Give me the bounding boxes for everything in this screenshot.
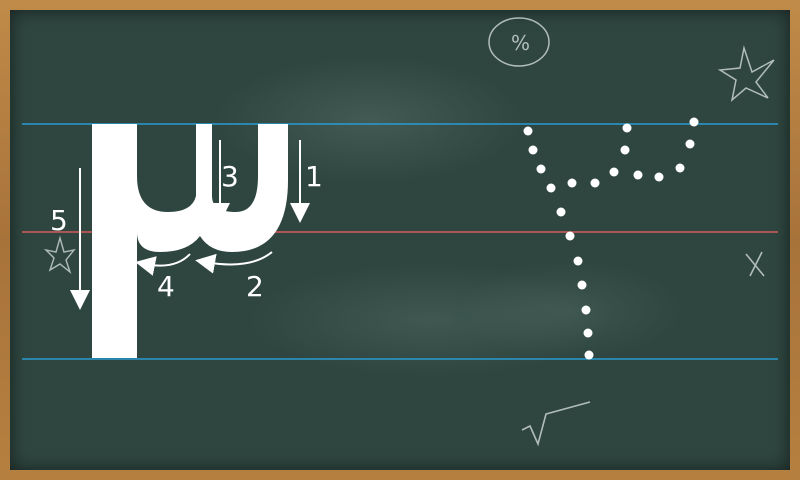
dotted-practice-letter[interactable] <box>523 117 699 360</box>
stroke-number-5: 5 <box>50 204 68 237</box>
stroke-number-2: 2 <box>246 270 264 303</box>
stroke-number-3: 3 <box>221 160 239 193</box>
model-letter <box>92 124 288 358</box>
percent-doodle <box>488 17 550 67</box>
stroke-number-1: 1 <box>305 160 323 193</box>
star-doodle-icon <box>717 45 775 102</box>
percent-symbol: % <box>511 31 530 55</box>
stroke-arrows <box>70 140 310 310</box>
stroke-number-4: 4 <box>157 270 175 303</box>
sqrt-doodle-icon <box>521 401 591 447</box>
star-doodle-small-icon <box>43 235 76 275</box>
x-doodle-icon <box>745 251 765 277</box>
